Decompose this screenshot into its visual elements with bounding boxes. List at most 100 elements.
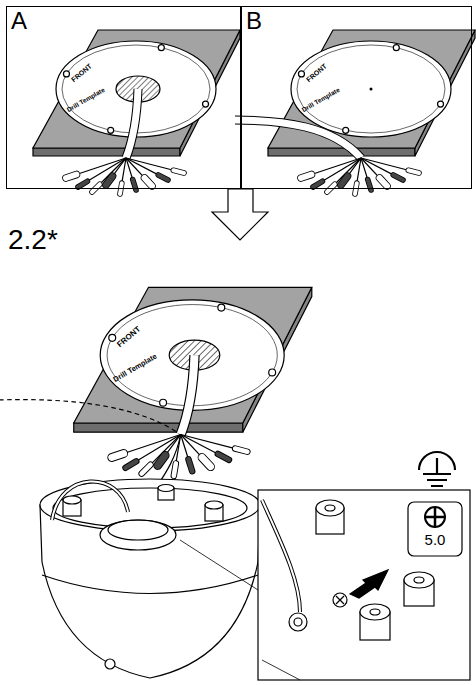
cable — [235, 120, 361, 158]
screw-hole — [393, 45, 399, 51]
tool-box — [408, 502, 462, 556]
screw-hole — [108, 127, 114, 133]
template-title: Drill Template — [66, 87, 106, 114]
screw-post-hole — [370, 609, 380, 615]
connector — [313, 181, 322, 187]
wire — [357, 158, 361, 183]
connector — [112, 453, 124, 457]
cable-hole — [100, 520, 176, 550]
connector-outline — [126, 461, 137, 468]
screwdriver-size: 5.0 — [425, 532, 446, 547]
cable-core — [126, 89, 138, 158]
wire — [151, 435, 181, 465]
connector — [393, 175, 403, 180]
template-mark: FRONT — [70, 63, 93, 84]
dome-camera — [40, 479, 260, 678]
wall-edge — [262, 660, 300, 680]
connector-outline — [158, 175, 168, 180]
drill-template — [291, 41, 451, 137]
ground-symbol — [423, 458, 451, 486]
connector-outline — [380, 178, 387, 186]
wire — [176, 435, 181, 464]
inset-frame — [258, 490, 470, 680]
ground-wire-core — [262, 500, 300, 612]
cable — [181, 355, 195, 434]
template-title: Drill Template — [301, 87, 341, 114]
ground-screw — [333, 593, 347, 607]
connector-outline — [301, 175, 311, 178]
cable-core — [181, 355, 195, 434]
pointer-arrow — [350, 570, 388, 598]
connector — [126, 461, 137, 468]
step-panel: B — [241, 6, 472, 189]
connector — [380, 178, 387, 186]
connector — [235, 449, 247, 452]
connector-outline — [408, 170, 419, 173]
cable — [126, 89, 138, 158]
plate-side — [268, 148, 415, 156]
connector — [301, 175, 311, 178]
screw-post-top — [63, 496, 81, 504]
internal-cable — [52, 481, 128, 520]
connector — [202, 457, 211, 466]
step-number: 2.2* — [8, 226, 58, 254]
screwdriver-cross — [426, 508, 444, 526]
connector-outline — [313, 181, 322, 187]
connector-outline — [66, 175, 76, 178]
detail-inset — [258, 452, 470, 680]
screw-cross — [336, 596, 344, 604]
connector — [158, 175, 168, 180]
connector-outline — [218, 454, 229, 460]
wire — [361, 158, 408, 170]
screw-hole — [158, 45, 164, 51]
step-panel: A — [6, 6, 241, 189]
internal-cable-core — [52, 481, 128, 520]
connector-outline — [173, 170, 184, 173]
wire — [181, 435, 235, 449]
screwdriver-symbol — [425, 507, 445, 527]
screw-hole — [203, 101, 209, 107]
screw-hole — [269, 369, 276, 376]
screw-hole — [63, 71, 69, 77]
connector-outline — [393, 175, 403, 180]
wire — [181, 435, 202, 458]
screw-post-top — [360, 604, 390, 620]
template-mark: FRONT — [305, 63, 328, 84]
screw-hole — [343, 127, 349, 133]
connector — [145, 178, 152, 186]
connector-outline — [158, 455, 166, 465]
plate-side — [74, 423, 243, 432]
screw-post-top — [404, 572, 434, 588]
alt-cable-route — [0, 400, 181, 435]
connector — [173, 170, 184, 173]
connector-outline — [188, 459, 192, 471]
connector-outline — [145, 178, 152, 186]
wire — [126, 158, 158, 175]
connector — [218, 454, 229, 460]
screw-post-hole — [325, 505, 335, 511]
plate-scene — [235, 30, 475, 194]
wire — [335, 158, 361, 184]
template-mark: FRONT — [116, 325, 142, 349]
screw-hole — [218, 304, 225, 311]
cable-core — [235, 120, 361, 158]
connector — [188, 459, 192, 471]
connector — [66, 175, 76, 178]
wire — [122, 158, 126, 183]
screw-hole — [298, 71, 304, 77]
wire — [124, 435, 181, 454]
connector-outline — [174, 463, 176, 475]
screw-post-top — [158, 485, 174, 492]
ring-terminal-hole — [294, 618, 302, 626]
connector — [174, 463, 176, 475]
hole-rim — [108, 520, 168, 540]
ground-wire — [262, 500, 300, 612]
connector-outline — [235, 449, 247, 452]
connector — [408, 170, 419, 173]
connector-outline — [106, 176, 113, 185]
connector — [106, 176, 113, 185]
plate-face — [268, 30, 475, 148]
connector-outline — [341, 176, 348, 185]
